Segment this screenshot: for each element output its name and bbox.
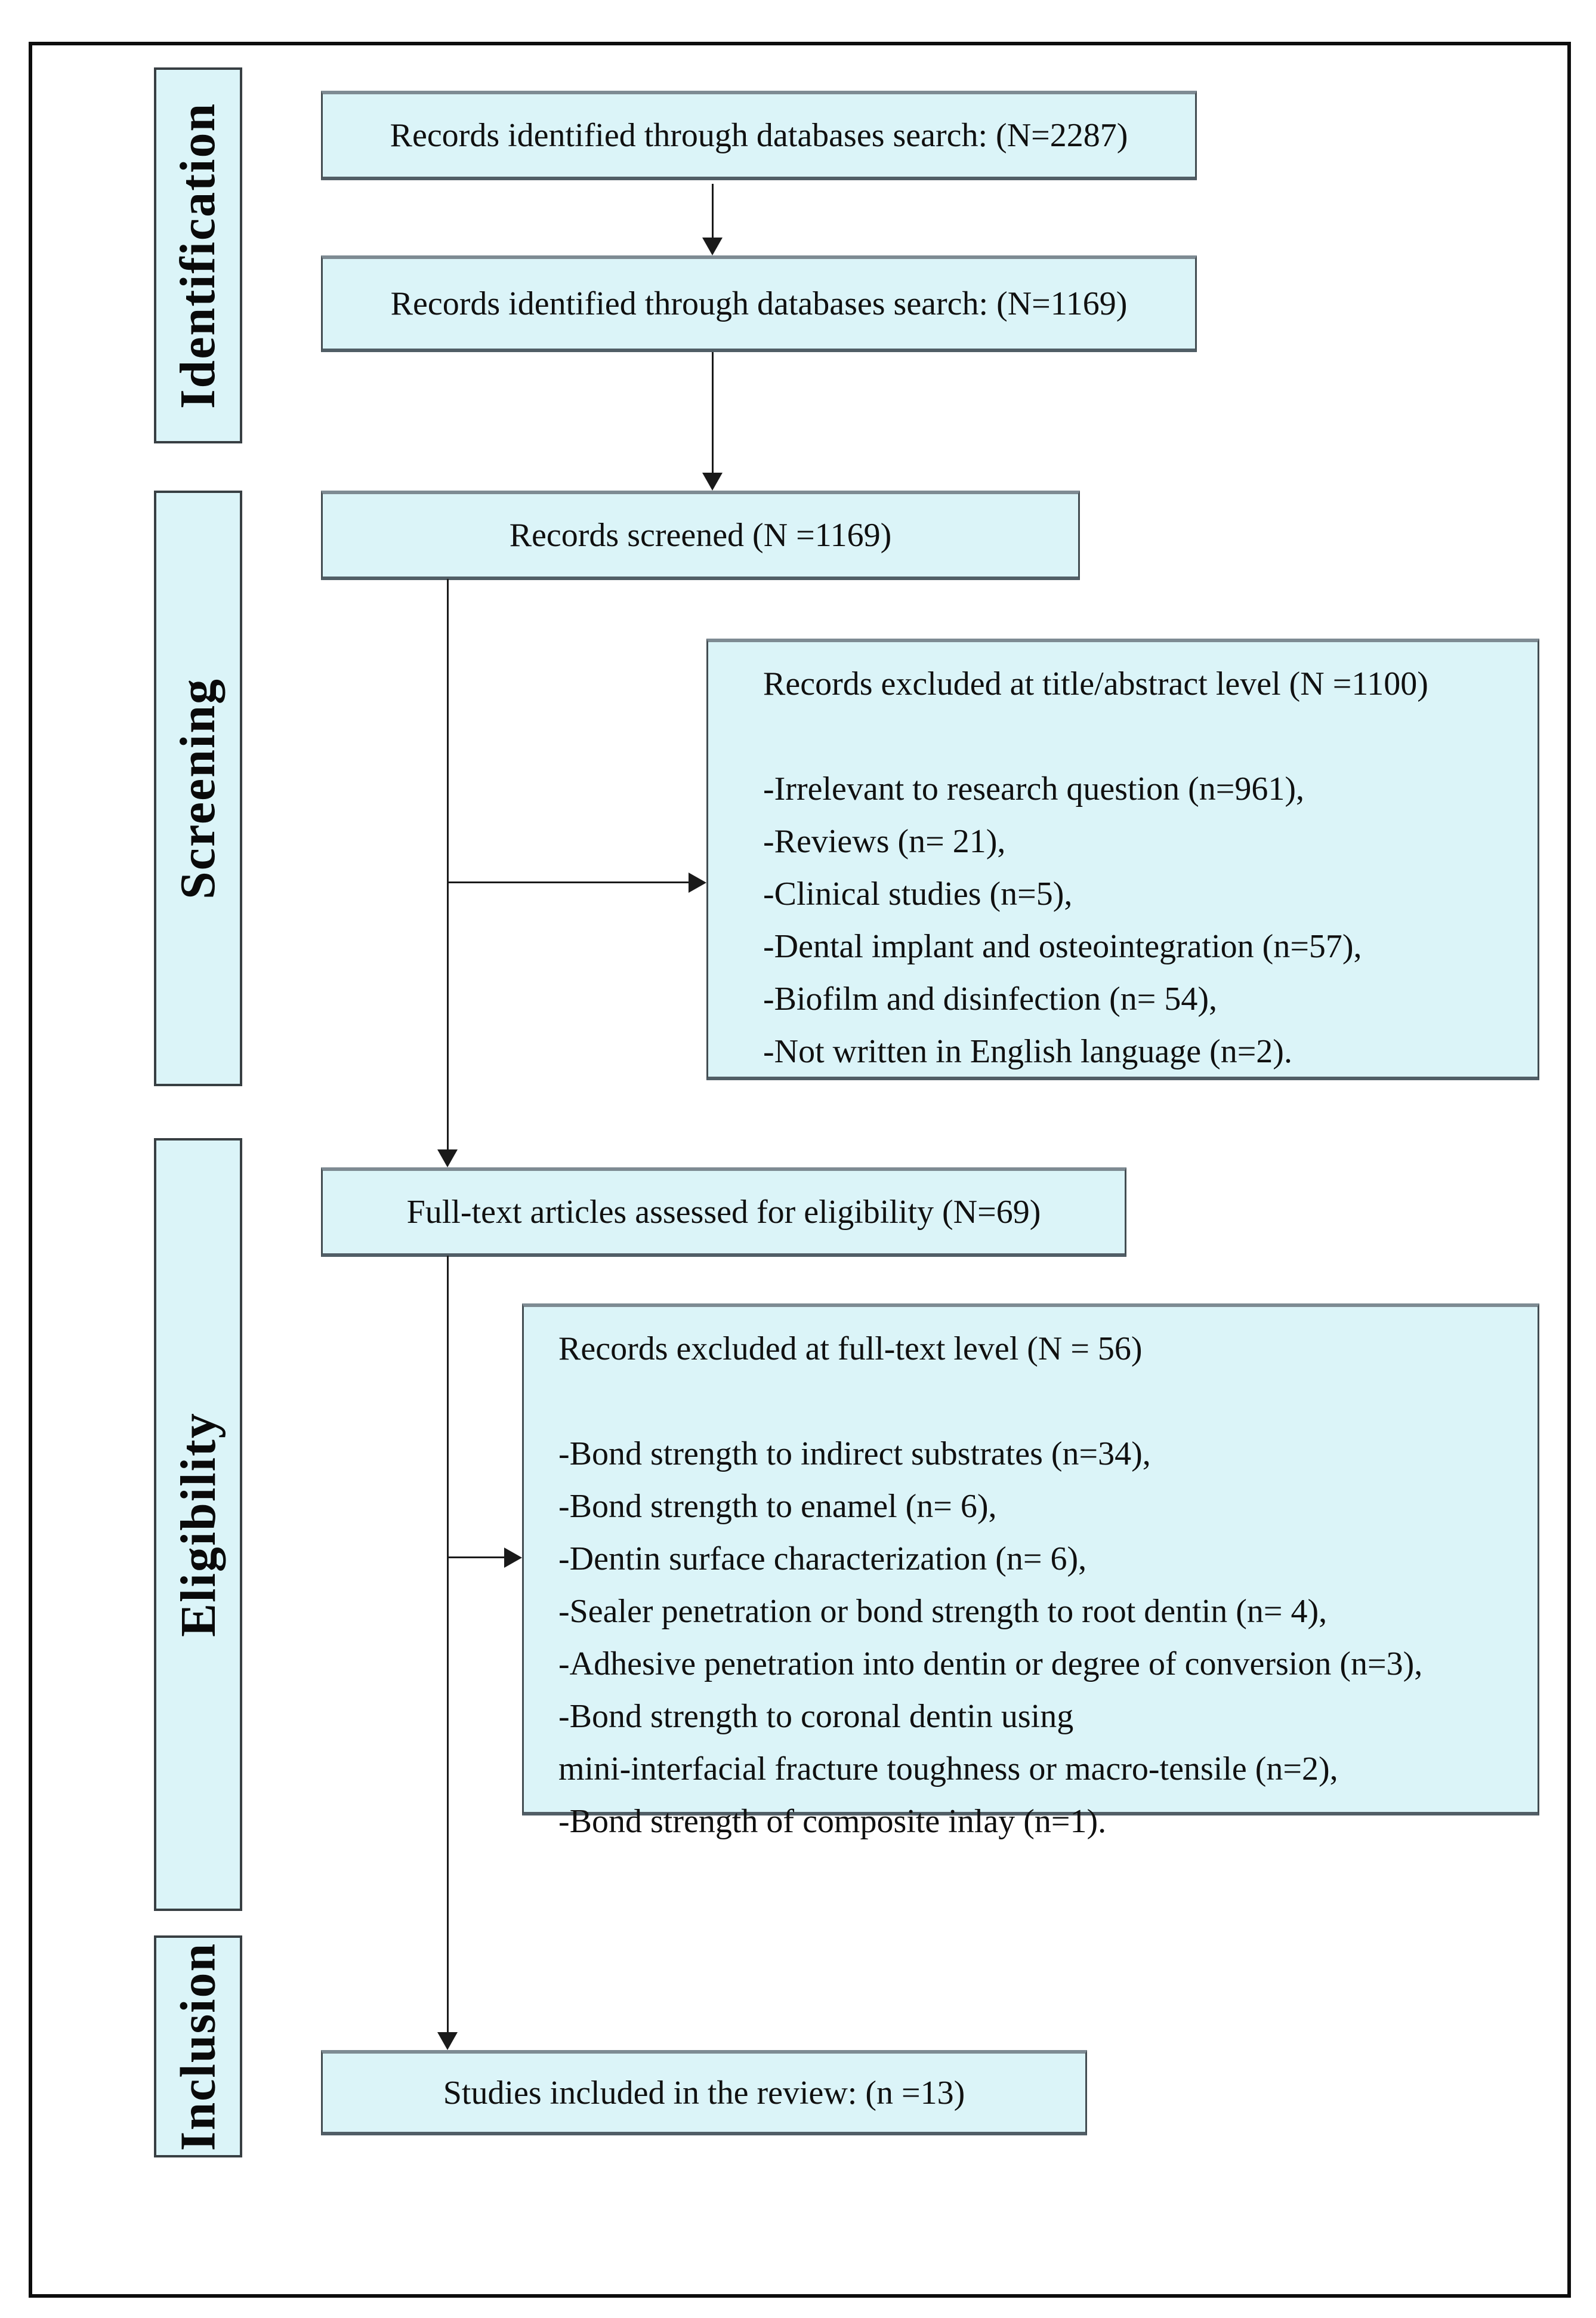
- arrow-down-icon: [437, 1149, 458, 1167]
- exclusion-item: -Dentin surface characterization (n= 6),: [558, 1540, 1087, 1577]
- arrow-line-branch-title-abstract: [447, 881, 690, 883]
- arrow-down-icon: [702, 473, 723, 491]
- box-records-screened: Records screened (N =1169): [321, 491, 1080, 580]
- stage-label-identification: Identification: [154, 67, 242, 443]
- excluded-full-text-heading: Records excluded at full-text level (N =…: [558, 1330, 1143, 1367]
- arrow-down-icon: [437, 2032, 458, 2050]
- box-studies-included-text: Studies included in the review: (n =13): [443, 2074, 965, 2112]
- exclusion-item: -Reviews (n= 21),: [763, 823, 1006, 860]
- exclusion-item: -Bond strength to coronal dentin using: [558, 1698, 1074, 1735]
- spacer: [763, 710, 1538, 763]
- exclusion-item: -Bond strength to enamel (n= 6),: [558, 1488, 997, 1525]
- box-excluded-full-text: Records excluded at full-text level (N =…: [522, 1303, 1539, 1840]
- arrow-line-branch-full-text: [447, 1556, 506, 1558]
- box-records-identified-1-text: Records identified through databases sea…: [390, 117, 1128, 154]
- exclusion-item: -Bond strength of composite inlay (n=1).: [558, 1803, 1107, 1840]
- arrow-line-identified-2-to-screened: [712, 352, 714, 474]
- arrow-line-fulltext-to-included: [447, 1256, 449, 2033]
- arrow-line-identified-1-to-2: [712, 184, 714, 240]
- box-studies-included: Studies included in the review: (n =13): [321, 2050, 1087, 2135]
- stage-label-identification-text: Identification: [170, 102, 226, 409]
- exclusion-item: -Sealer penetration or bond strength to …: [558, 1593, 1328, 1630]
- excluded-title-abstract-heading: Records excluded at title/abstract level…: [763, 665, 1428, 702]
- arrow-line-screened-to-fulltext: [447, 579, 449, 1151]
- box-records-screened-text: Records screened (N =1169): [509, 517, 892, 554]
- exclusion-item: -Clinical studies (n=5),: [763, 876, 1073, 913]
- stage-label-eligibility-text: Eligibility: [170, 1412, 226, 1637]
- stage-label-screening: Screening: [154, 491, 242, 1086]
- stage-label-eligibility: Eligibility: [154, 1138, 242, 1911]
- stage-label-inclusion-text: Inclusion: [170, 1942, 226, 2151]
- exclusion-item: -Not written in English language (n=2).: [763, 1033, 1292, 1070]
- box-records-identified-2-text: Records identified through databases sea…: [390, 285, 1128, 322]
- box-excluded-title-abstract: Records excluded at title/abstract level…: [706, 639, 1539, 1080]
- exclusion-item: -Bond strength to indirect substrates (n…: [558, 1435, 1151, 1472]
- box-fulltext-assessed: Full-text articles assessed for eligibil…: [321, 1167, 1126, 1257]
- arrow-right-icon: [504, 1548, 522, 1568]
- arrow-down-icon: [702, 238, 723, 255]
- box-fulltext-assessed-text: Full-text articles assessed for eligibil…: [406, 1194, 1041, 1231]
- exclusion-item: -Dental implant and osteointegration (n=…: [763, 928, 1362, 965]
- stage-label-inclusion: Inclusion: [154, 1935, 242, 2157]
- exclusion-item: mini-interfacial fracture toughness or m…: [558, 1750, 1338, 1787]
- box-records-identified-2: Records identified through databases sea…: [321, 255, 1197, 352]
- stage-label-screening-text: Screening: [170, 677, 226, 899]
- exclusion-item: -Adhesive penetration into dentin or deg…: [558, 1645, 1423, 1682]
- spacer: [558, 1375, 1538, 1428]
- exclusion-item: -Biofilm and disinfection (n= 54),: [763, 981, 1218, 1018]
- exclusion-item: -Irrelevant to research question (n=961)…: [763, 770, 1304, 807]
- arrow-right-icon: [689, 873, 706, 893]
- box-records-identified-1: Records identified through databases sea…: [321, 91, 1197, 180]
